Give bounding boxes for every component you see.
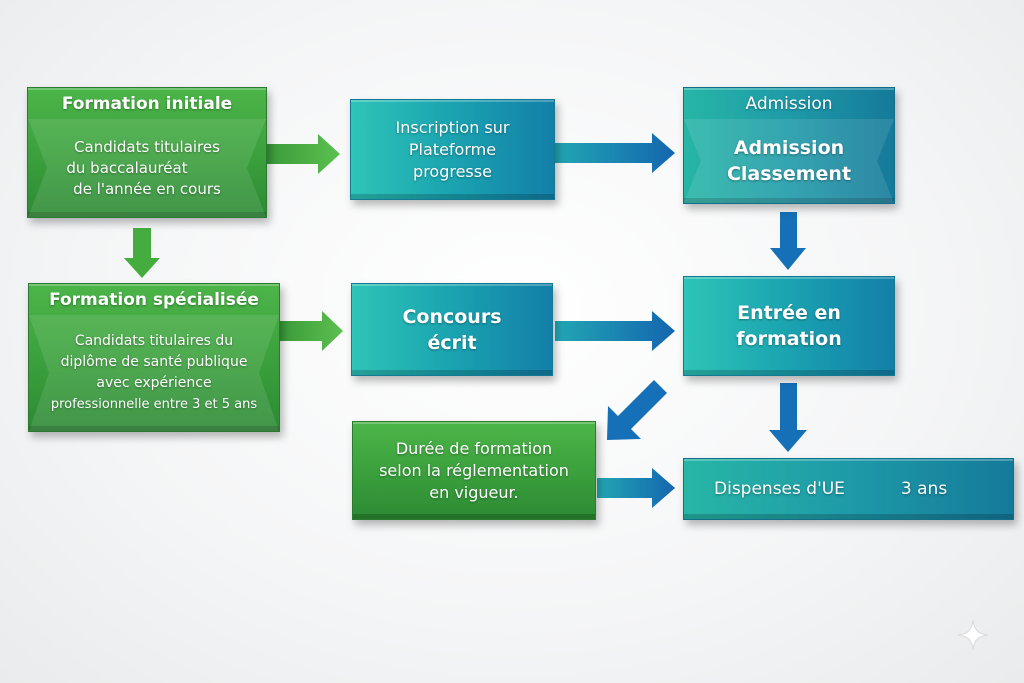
sparkle-icon: [957, 619, 989, 651]
box-concours: Concours écrit: [351, 283, 553, 376]
box-formation-specialisee: Formation spécialisée Candidats titulair…: [28, 283, 280, 432]
arrow-initiale-to-specialisee: [124, 228, 160, 278]
arrow-concours-to-entree: [555, 311, 675, 351]
box-line: progresse: [413, 161, 492, 181]
box-duree-formation: Durée de formation selon la réglementati…: [352, 421, 596, 520]
box-line: Classement: [726, 163, 852, 185]
dispenses-label: Dispenses d'UE: [714, 479, 845, 499]
box-line: écrit: [427, 331, 477, 354]
arrow-specialisee-to-concours: [280, 311, 343, 351]
box-formation-initiale: Formation initiale Candidats titulaires …: [27, 87, 267, 218]
box-line: de l'année en cours: [73, 179, 221, 198]
box-line: Inscription sur: [395, 117, 510, 137]
box-line: Candidats titulaires: [74, 137, 220, 156]
box-line: Candidats titulaires du: [74, 333, 234, 349]
arrow-inscription-to-admission: [555, 133, 675, 173]
box-line: selon la réglementation: [379, 460, 569, 480]
arrow-admission-to-entree: [770, 212, 806, 270]
box-line: Admission: [733, 137, 845, 159]
box-line: Plateforme: [408, 139, 497, 159]
box-line: diplôme de santé publique: [60, 354, 248, 370]
box-inscription: Inscription sur Plateforme progresse: [350, 99, 555, 200]
box-line: formation: [736, 328, 842, 350]
arrow-duree-to-dispenses: [597, 468, 675, 508]
box-line: avec expérience: [96, 375, 212, 391]
box-entree-formation: Entrée en formation: [683, 276, 895, 376]
arrow-entree-to-dispenses: [769, 383, 807, 452]
box-line: professionnelle entre 3 et 5 ans: [50, 397, 258, 412]
box-line: du baccalauréat: [66, 158, 188, 177]
box-dispenses: Dispenses d'UE 3 ans: [683, 458, 1014, 520]
box-admission: Admission Admission Classement: [683, 87, 895, 204]
box-title: Formation spécialisée: [49, 290, 259, 310]
box-line: en vigueur.: [429, 482, 519, 502]
box-title: Formation initiale: [61, 94, 233, 114]
box-line: Durée de formation: [395, 438, 553, 458]
arrow-entree-to-duree: [607, 380, 667, 440]
box-title: Admission: [745, 94, 833, 114]
dispenses-duration: 3 ans: [900, 479, 948, 499]
box-line: Concours: [402, 305, 502, 328]
arrow-initiale-to-inscription: [267, 134, 340, 174]
box-line: Entrée en: [737, 302, 841, 324]
